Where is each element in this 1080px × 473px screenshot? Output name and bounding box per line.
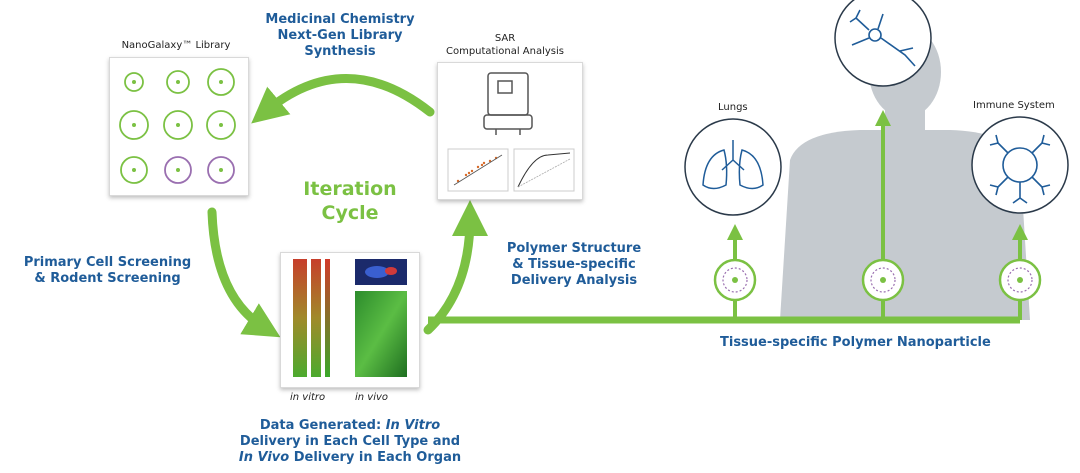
polymer-line1: Polymer Structure — [506, 241, 642, 256]
med-chem-label: Medicinal Chemistry Next-Gen Library Syn… — [250, 12, 430, 60]
heatmap-graphics — [293, 259, 407, 377]
lungs-icon — [702, 140, 764, 190]
in-vitro-heatmap-1 — [293, 259, 307, 377]
data-generated-line2: Delivery in Each Cell Type and — [239, 434, 461, 449]
lungs-label: Lungs — [718, 102, 748, 113]
nanoparticle-brain — [861, 258, 905, 302]
polymer-line2: & Tissue-specific — [512, 257, 636, 272]
data-generated-line3: Delivery in Each Organ — [289, 450, 462, 465]
data-generated-prefix: Data Generated: — [259, 418, 386, 433]
data-generated-invivo: In Vivo — [238, 450, 290, 465]
nanoparticle-label: Tissue-specific Polymer Nanoparticle — [720, 335, 991, 350]
computer-icon — [483, 72, 533, 135]
in-vivo-label: in vivo — [355, 392, 389, 403]
immune-circle — [971, 116, 1069, 214]
data-generated-invitro: In Vitro — [385, 418, 441, 433]
in-vitro-label: in vitro — [290, 392, 326, 403]
sar-graphics — [447, 72, 575, 192]
polymer-line3: Delivery Analysis — [510, 273, 638, 288]
sar-panel — [437, 62, 583, 200]
sar-label: SAR Computational Analysis — [430, 32, 580, 58]
brain-circle — [834, 0, 932, 87]
immune-system-label: Immune System — [973, 100, 1055, 111]
iteration-line1: Iteration — [303, 178, 397, 200]
screening-label: Primary Cell Screening & Rodent Screenin… — [5, 255, 210, 287]
library-panel — [109, 57, 249, 196]
neuron-icon — [849, 9, 916, 67]
library-title: NanoGalaxy™ Library — [121, 40, 231, 51]
data-panel — [280, 252, 420, 388]
arrow-to-sar — [423, 200, 488, 335]
data-generated-label: Data Generated: In Vitro Delivery in Eac… — [225, 418, 475, 466]
library-particles — [119, 68, 236, 184]
heatmap-scale — [325, 259, 330, 377]
nanoparticle-lungs — [713, 258, 757, 302]
arrow-to-library — [251, 74, 435, 124]
sar-line2: Computational Analysis — [445, 46, 565, 57]
med-chem-line2: Next-Gen Library — [277, 28, 403, 43]
med-chem-line1: Medicinal Chemistry — [265, 12, 415, 27]
in-vivo-heatmap — [355, 291, 407, 377]
polymer-label: Polymer Structure & Tissue-specific Deli… — [484, 241, 664, 289]
sar-line1: SAR — [494, 33, 516, 44]
lungs-circle — [684, 118, 782, 216]
nanoparticle-immune — [998, 258, 1042, 302]
screening-line1: Primary Cell Screening — [23, 255, 192, 270]
in-vitro-heatmap-2 — [311, 259, 321, 377]
arrow-to-data — [207, 207, 281, 338]
iteration-cycle-label: Iteration Cycle — [290, 177, 410, 225]
screening-line2: & Rodent Screening — [34, 271, 181, 286]
immune-cell-icon — [989, 134, 1051, 204]
med-chem-line3: Synthesis — [304, 44, 376, 59]
iteration-line2: Cycle — [321, 202, 379, 224]
